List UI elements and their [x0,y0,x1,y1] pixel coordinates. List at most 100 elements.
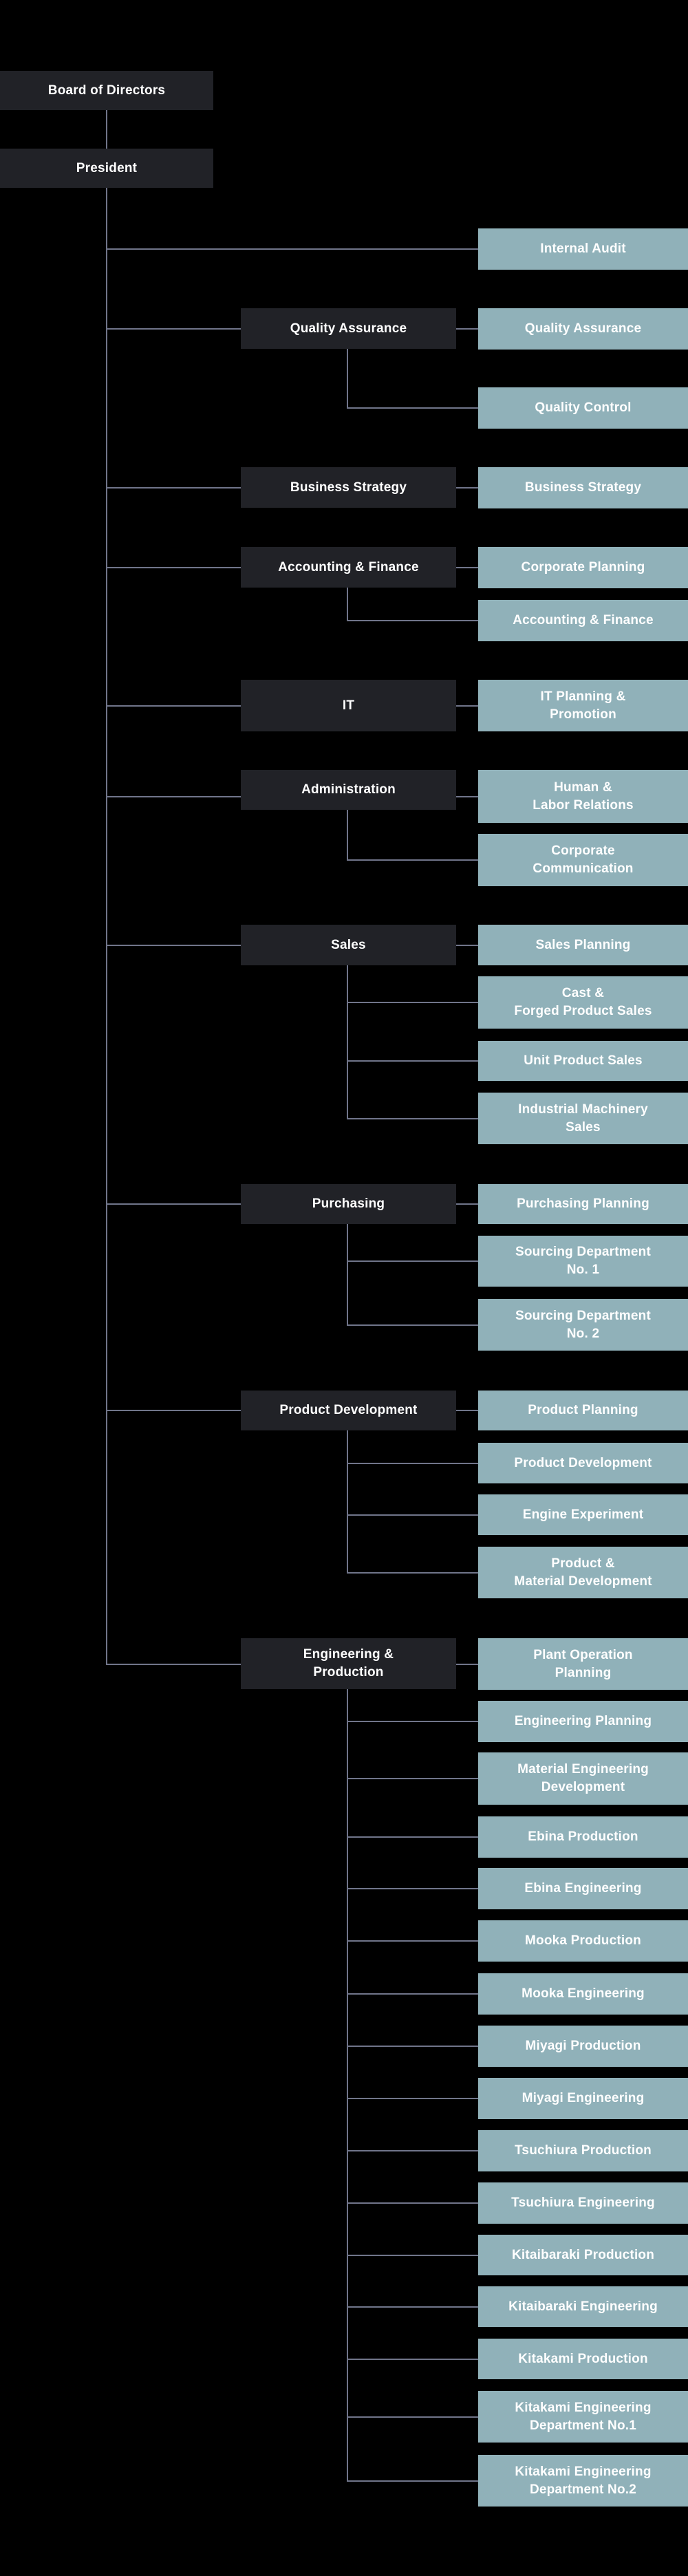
connector-hline [106,705,241,707]
connector-hline [347,2046,478,2047]
org-node-kitaibaraki-production: Kitaibaraki Production [478,2235,688,2275]
connector-vline [347,1689,348,2481]
org-node-miyagi-engineering: Miyagi Engineering [478,2078,688,2119]
connector-hline [347,1993,478,1995]
org-node-tsuchiura-engineering: Tsuchiura Engineering [478,2182,688,2224]
org-node-miyagi-production: Miyagi Production [478,2026,688,2067]
org-node-corporate-communication: Corporate Communication [478,834,688,886]
connector-vline [106,188,107,1664]
connector-hline [456,328,478,330]
connector-hline [347,1778,478,1779]
connector-hline [347,1060,478,1062]
connector-hline [347,2358,478,2360]
org-node-president: President [0,149,213,188]
connector-hline [347,1462,478,1464]
connector-hline [456,1663,478,1665]
org-node-product-material-development: Product & Material Development [478,1547,688,1598]
connector-hline [106,487,241,489]
org-dept-product-development: Product Development [241,1391,456,1430]
connector-vline [347,588,348,621]
org-node-sales-planning: Sales Planning [478,925,688,965]
connector-hline [106,1663,241,1665]
connector-hline [456,487,478,489]
org-node-quality-control: Quality Control [478,387,688,429]
org-node-sourcing-department-no-1: Sourcing Department No. 1 [478,1236,688,1287]
org-node-kitakami-engineering-department-no-1: Kitakami Engineering Department No.1 [478,2391,688,2443]
org-node-unit-product-sales: Unit Product Sales [478,1041,688,1081]
connector-hline [347,1836,478,1838]
connector-hline [456,1410,478,1411]
connector-hline [347,2098,478,2099]
org-node-kitaibaraki-engineering: Kitaibaraki Engineering [478,2286,688,2327]
connector-hline [106,567,241,568]
org-node-plant-operation-planning: Plant Operation Planning [478,1638,688,1690]
connector-hline [347,2480,478,2482]
connector-hline [347,620,478,621]
connector-hline [106,1203,241,1205]
connector-hline [106,328,241,330]
connector-hline [106,944,241,946]
org-node-product-development: Product Development [478,1443,688,1483]
connector-hline [106,795,241,797]
org-node-kitakami-engineering-department-no-2: Kitakami Engineering Department No.2 [478,2455,688,2507]
connector-hline [347,2254,478,2256]
org-dept-quality-assurance: Quality Assurance [241,308,456,349]
connector-hline [347,1260,478,1262]
org-dept-engineering-production: Engineering & Production [241,1638,456,1689]
org-node-kitakami-production: Kitakami Production [478,2339,688,2379]
connector-vline [347,1224,348,1325]
connector-hline [347,1324,478,1326]
connector-vline [347,1430,348,1573]
org-node-purchasing-planning: Purchasing Planning [478,1184,688,1224]
org-node-internal-audit: Internal Audit [478,228,688,270]
connector-hline [347,859,478,861]
connector-hline [347,1514,478,1516]
org-node-mooka-engineering: Mooka Engineering [478,1973,688,2015]
connector-hline [347,2416,478,2418]
connector-hline [347,1002,478,1003]
connector-hline [347,1721,478,1722]
connector-hline [347,407,478,409]
org-node-mooka-production: Mooka Production [478,1920,688,1962]
connector-hline [347,1888,478,1889]
org-dept-business-strategy: Business Strategy [241,467,456,508]
org-node-quality-assurance: Quality Assurance [478,308,688,350]
org-node-business-strategy: Business Strategy [478,467,688,508]
connector-hline [347,2306,478,2308]
connector-hline [347,2202,478,2204]
org-node-it-planning-promotion: IT Planning & Promotion [478,680,688,731]
org-node-product-planning: Product Planning [478,1391,688,1430]
connector-hline [106,248,478,250]
org-node-tsuchiura-production: Tsuchiura Production [478,2130,688,2171]
connector-hline [456,705,478,707]
org-dept-purchasing: Purchasing [241,1184,456,1224]
connector-vline [347,965,348,1119]
connector-hline [456,1203,478,1205]
org-node-industrial-machinery-sales: Industrial Machinery Sales [478,1093,688,1144]
connector-vline [347,810,348,860]
org-node-human-labor-relations: Human & Labor Relations [478,770,688,823]
org-node-material-engineering-development: Material Engineering Development [478,1752,688,1805]
connector-hline [456,944,478,946]
org-node-board-of-directors: Board of Directors [0,71,213,110]
connector-hline [347,1117,478,1119]
org-node-sourcing-department-no-2: Sourcing Department No. 2 [478,1299,688,1351]
org-node-ebina-production: Ebina Production [478,1816,688,1858]
connector-vline [106,110,107,149]
org-node-cast-forged-product-sales: Cast & Forged Product Sales [478,976,688,1029]
org-node-engineering-planning: Engineering Planning [478,1701,688,1742]
org-node-ebina-engineering: Ebina Engineering [478,1868,688,1909]
connector-hline [456,567,478,568]
org-dept-administration: Administration [241,770,456,810]
org-dept-accounting-finance: Accounting & Finance [241,547,456,588]
org-dept-it: IT [241,680,456,731]
org-node-accounting-finance: Accounting & Finance [478,600,688,641]
connector-vline [347,349,348,408]
connector-hline [347,1940,478,1942]
org-node-corporate-planning: Corporate Planning [478,547,688,588]
connector-hline [106,1410,241,1411]
connector-hline [456,795,478,797]
org-node-engine-experiment: Engine Experiment [478,1494,688,1535]
connector-hline [347,2150,478,2151]
